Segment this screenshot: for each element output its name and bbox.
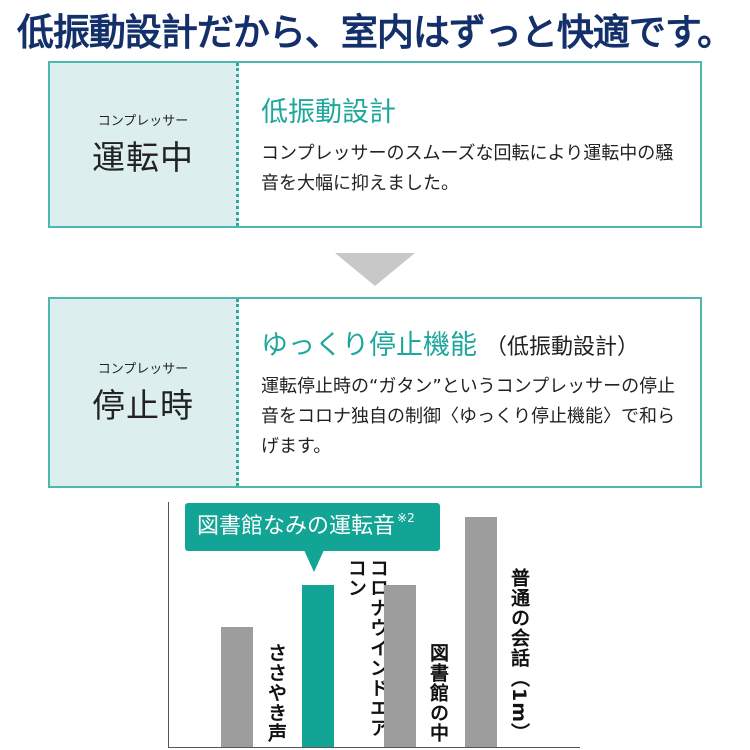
callout-footnote: ※2 (397, 511, 415, 525)
label-big: 停止時 (92, 386, 194, 425)
bar-whisper (221, 627, 253, 747)
panel-content: 低振動設計 コンプレッサーのスムーズな回転により運転中の騒音を大幅に抑えました。 (239, 63, 700, 226)
panel-label: コンプレッサー 停止時 (50, 299, 239, 486)
title-text: 低振動設計 (261, 97, 396, 128)
label-big: 運転中 (92, 138, 194, 177)
panel-content: ゆっくり停止機能 （低振動設計） 運転停止時の“ガタン”というコンプレッサーの停止… (239, 299, 700, 486)
bar-label-conversation: 普通の会話（1m） (508, 567, 530, 743)
down-arrow-icon (335, 253, 415, 286)
title-sub: （低振動設計） (485, 335, 640, 360)
headline: 低振動設計だから、室内はずっと快適です。 (16, 11, 734, 54)
bar-label-whisper: ささやき声 (265, 643, 287, 743)
label-small: コンプレッサー (97, 114, 189, 129)
callout-pointer-icon (304, 550, 324, 572)
title-text: ゆっくり停止機能 (261, 330, 477, 361)
panel-label: コンプレッサー 運転中 (50, 63, 239, 226)
bar-label-library: 図書館の中 (427, 643, 449, 743)
bar-conversation (465, 517, 497, 747)
panel-description: 運転停止時の“ガタン”というコンプレッサーの停止音をコロナ独自の制御〈ゆっくり停… (261, 376, 676, 457)
bar-library (384, 585, 416, 747)
panel-title: 低振動設計 (261, 90, 700, 129)
label-small: コンプレッサー (97, 362, 189, 377)
noise-comparison-chart: ささやき声 コロナウインドエアコン 図書館の中 普通の会話（1m） (168, 502, 580, 748)
callout-library-level: 図書館なみの運転音※2 (185, 503, 440, 551)
panel-description: コンプレッサーのスムーズな回転により運転中の騒音を大幅に抑えました。 (261, 143, 674, 194)
panel-stopping: コンプレッサー 停止時 ゆっくり停止機能 （低振動設計） 運転停止時の“ガタン”と… (48, 297, 702, 488)
callout-text: 図書館なみの運転音 (197, 514, 396, 539)
panel-title: ゆっくり停止機能 （低振動設計） (261, 323, 700, 362)
bar-corona-aircon (302, 585, 334, 747)
bar-label-corona-aircon: コロナウインドエアコン (345, 558, 389, 738)
panel-operating: コンプレッサー 運転中 低振動設計 コンプレッサーのスムーズな回転により運転中の… (48, 61, 702, 228)
